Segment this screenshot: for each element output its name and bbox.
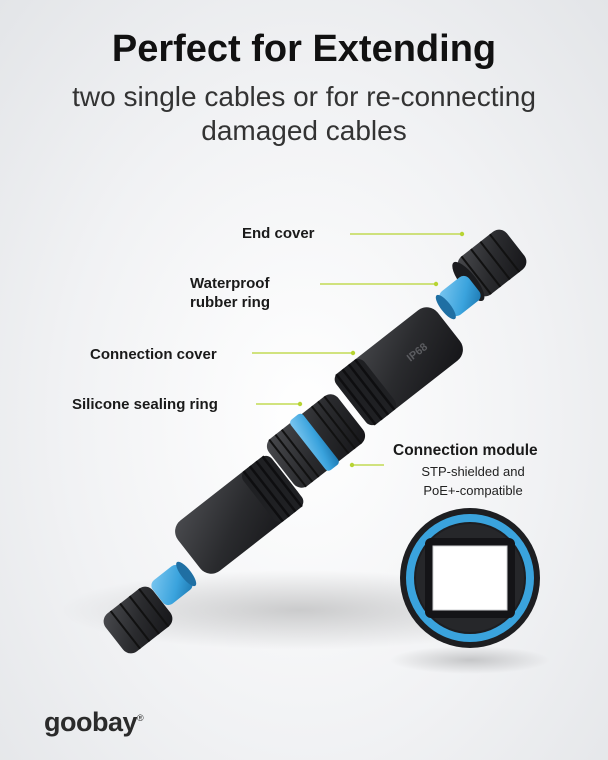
goobay-logo: goobay®	[44, 707, 144, 738]
exploded-connector: IP68	[103, 229, 527, 654]
leader-lines	[252, 233, 462, 466]
label-end-cover: End cover	[242, 225, 315, 242]
label-waterproof-ring: Waterproof rubber ring	[190, 275, 271, 311]
module-desc-line1: STP-shielded and	[421, 464, 525, 479]
module-description: STP-shielded and PoE+-compatible	[393, 462, 553, 500]
logo-text: goobay	[44, 707, 138, 737]
waterproof-ring-top	[435, 275, 481, 320]
page-subtitle: two single cables or for re-connecting d…	[72, 81, 536, 146]
end-cover-bottom	[103, 586, 173, 654]
label-connection-cover: Connection cover	[90, 346, 217, 363]
waterproof-ring-bottom	[151, 561, 197, 606]
module-desc-line2: PoE+-compatible	[423, 483, 523, 498]
label-connection-module: Connection module	[393, 442, 538, 459]
connection-module	[266, 394, 366, 488]
connection-cover-top: IP68	[334, 307, 463, 426]
page-title: Perfect for Extending	[111, 28, 497, 70]
module-cross-section	[400, 508, 540, 648]
label-silicone-ring: Silicone sealing ring	[72, 396, 218, 413]
registered-mark: ®	[137, 713, 144, 723]
connection-cover-bottom	[175, 455, 304, 574]
